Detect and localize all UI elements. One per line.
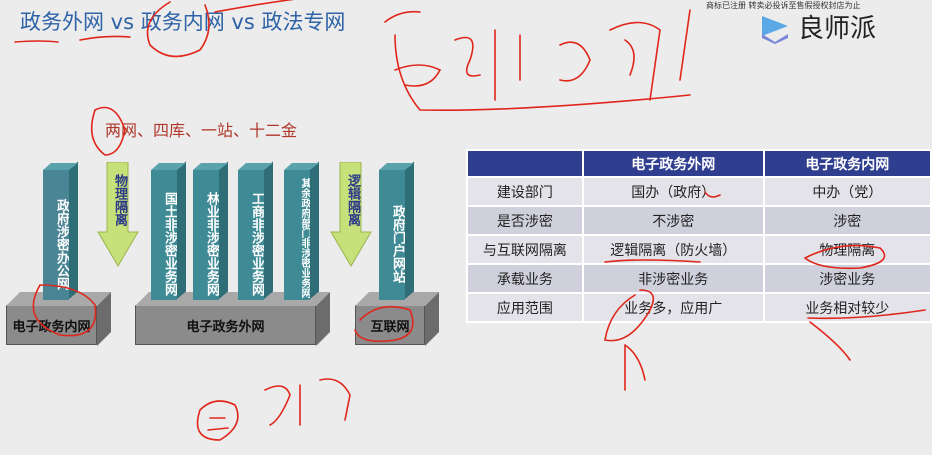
cell: 业务多，应用广 <box>581 292 765 323</box>
cell: 业务相对较少 <box>762 292 932 323</box>
arrow-label: 逻辑隔离 <box>345 174 360 226</box>
row-label: 是否涉密 <box>466 205 584 236</box>
table-row: 承载业务非涉密业务涉密业务 <box>466 263 932 294</box>
cell: 涉密 <box>762 205 932 236</box>
pillar-land-net: 国土非涉密业务网 <box>151 170 177 300</box>
row-label: 与互联网隔离 <box>466 234 584 265</box>
table-row: 是否涉密不涉密涉密 <box>466 205 932 236</box>
row-label: 承载业务 <box>466 263 584 294</box>
cell: 涉密业务 <box>762 263 932 294</box>
table-row: 建设部门国办（政府）中办（党） <box>466 176 932 207</box>
row-label: 建设部门 <box>466 176 584 207</box>
cell: 非涉密业务 <box>581 263 765 294</box>
arrow-label: 物理隔离 <box>112 174 127 226</box>
base-extranet: 电子政务外网 <box>135 305 316 345</box>
pillar-other-dept-net: 其余政府部门非涉密业务网 <box>284 170 310 300</box>
logo-text: 良师派 <box>798 14 877 44</box>
cell: 国办（政府） <box>581 176 765 207</box>
pillar-commerce-net: 工商非涉密业务网 <box>238 170 264 300</box>
slide-title: 政务外网 vs 政务内网 vs 政法专网 <box>20 10 346 34</box>
play-logo-icon <box>762 15 788 44</box>
pillar-forestry-net: 林业非涉密业务网 <box>193 170 219 300</box>
table-row: 应用范围业务多，应用广业务相对较少 <box>466 292 932 323</box>
base-internet: 互联网 <box>355 305 425 345</box>
cell: 物理隔离 <box>762 234 932 265</box>
base-label: 互联网 <box>370 319 410 335</box>
table-row: 与互联网隔离逻辑隔离（防火墙）物理隔离 <box>466 234 932 265</box>
table-header-row: 电子政务外网 电子政务内网 <box>466 149 932 178</box>
down-arrow-icon <box>97 161 139 267</box>
arrow-physical-isolation: 物理隔离 <box>97 161 139 267</box>
arrow-logical-isolation: 逻辑隔离 <box>330 161 372 267</box>
row-label: 应用范围 <box>466 292 584 323</box>
header-cell <box>466 149 584 178</box>
comparison-table: 电子政务外网 电子政务内网 建设部门国办（政府）中办（党） 是否涉密不涉密涉密 … <box>466 149 932 323</box>
pillar-portal-site: 政府门户网站 <box>379 170 405 300</box>
base-label: 电子政务外网 <box>186 319 265 335</box>
down-arrow-icon <box>330 161 372 267</box>
diagram-subtitle: 两网、四库、一站、十二金 <box>105 121 298 140</box>
header-cell: 电子政务内网 <box>762 149 932 178</box>
base-label: 电子政务内网 <box>12 319 91 335</box>
cell: 逻辑隔离（防火墙） <box>581 234 765 265</box>
base-intranet: 电子政务内网 <box>6 305 97 345</box>
watermark-notice: 商标已注册 转卖必投诉至售假授权封店为止 <box>706 1 861 10</box>
pillar-secret-office-net: 政府涉密办公网 <box>43 170 69 300</box>
logo: 良师派 <box>758 8 876 45</box>
cell: 不涉密 <box>581 205 765 236</box>
cell: 中办（党） <box>762 176 932 207</box>
header-cell: 电子政务外网 <box>581 149 765 178</box>
